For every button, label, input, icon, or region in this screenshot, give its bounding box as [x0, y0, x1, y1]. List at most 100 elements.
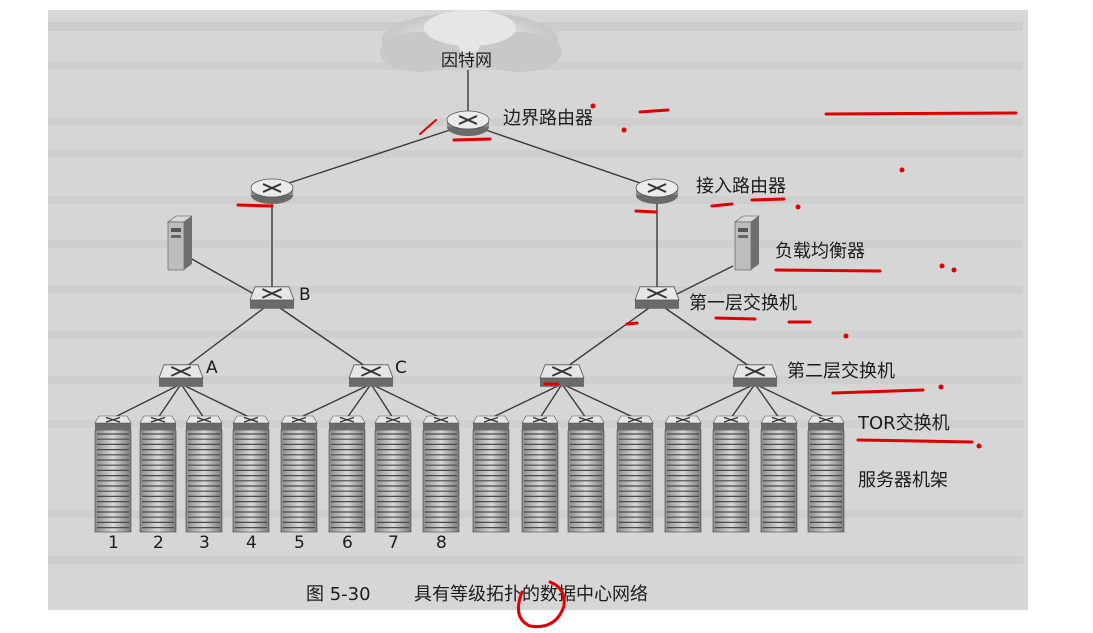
server-rack-4	[232, 415, 270, 533]
tor-switch-16	[807, 415, 845, 430]
tier2-switch-label: 第二层交换机	[787, 361, 895, 382]
switch-b-label: B	[299, 285, 311, 305]
server-rack-2	[139, 415, 177, 533]
switch-a	[158, 364, 204, 387]
red-dots	[590, 103, 982, 449]
server-rack-10	[521, 415, 559, 533]
underline-tier1-1	[714, 316, 757, 321]
underline-access-router-2	[750, 197, 786, 202]
tor-switch-3	[185, 415, 223, 430]
rack-number: 6	[342, 533, 353, 553]
tor-switch-7	[374, 415, 412, 430]
link-tier2-3-rack-13	[682, 383, 756, 419]
underline-right-router	[634, 209, 658, 214]
border-router	[446, 110, 490, 136]
server-rack-9	[472, 415, 510, 533]
network-links	[112, 70, 827, 419]
server-rack-1	[94, 415, 132, 533]
rack-numbers: 1 2 3 4 5 6 7 8	[108, 533, 447, 553]
rack-number: 8	[436, 533, 447, 553]
server-rack-7	[374, 415, 412, 533]
server-rack-label: 服务器机架	[858, 470, 948, 491]
link-lb-left-b	[189, 257, 255, 295]
server-rack-3	[185, 415, 223, 533]
load-balancer-label: 负载均衡器	[775, 241, 865, 262]
link-border-left	[285, 127, 457, 185]
switch-c-label: C	[395, 358, 407, 378]
tor-switch-6	[328, 415, 366, 430]
link-tier2-3-rack-16	[754, 383, 827, 419]
tor-switch-12	[616, 415, 654, 430]
server-rack-8	[422, 415, 460, 533]
circle-topology	[516, 580, 566, 629]
server-rack-11	[567, 415, 605, 533]
link-tier2-3-rack-15	[754, 383, 780, 419]
link-tier2-0-rack-2	[157, 383, 182, 419]
tor-switch-2	[139, 415, 177, 430]
internet-cloud	[380, 10, 562, 72]
tor-switch-10	[521, 415, 559, 430]
switch-a-label: A	[206, 358, 218, 378]
load-balancer-left	[167, 215, 193, 271]
link-tier2-0-rack-3	[180, 383, 205, 419]
rack-number: 1	[108, 533, 119, 553]
tor-switch-4	[232, 415, 270, 430]
link-tier2-3-rack-14	[730, 383, 756, 419]
underline-tier2	[831, 388, 925, 395]
link-tier2-1-rack-8	[370, 383, 442, 419]
rack-number: 3	[199, 533, 210, 553]
rack-number: 4	[246, 533, 257, 553]
rack-number: 7	[388, 533, 399, 553]
server-rack-13	[664, 415, 702, 533]
switch-c	[348, 364, 394, 387]
underline-tier1-icon	[625, 321, 639, 326]
access-router-label: 接入路由器	[696, 176, 786, 197]
red-annotations	[236, 108, 1018, 629]
rack-number: 5	[294, 533, 305, 553]
load-balancers	[167, 215, 760, 271]
border-router-label: 边界路由器	[503, 108, 593, 129]
link-tier2-0-rack-4	[180, 383, 252, 419]
tor-switch-13	[664, 415, 702, 430]
link-tier2-2-rack-10	[539, 383, 563, 419]
underline-access-router-1	[710, 202, 734, 208]
link-tier1-r2	[664, 307, 750, 367]
link-b-a	[186, 307, 265, 367]
underline-border-router	[638, 108, 670, 114]
link-lb-right-tier1	[676, 265, 734, 295]
server-rack-5	[280, 415, 318, 533]
server-rack-15	[760, 415, 798, 533]
tier1-switch-right	[634, 286, 680, 309]
tor-switch-5	[280, 415, 318, 430]
server-rack-12	[616, 415, 654, 533]
link-tier2-1-rack-5	[298, 383, 372, 419]
caption-number: 图 5-30	[306, 584, 371, 605]
link-tier2-2-rack-12	[561, 383, 636, 419]
tor-switch-11	[567, 415, 605, 430]
server-rack-16	[807, 415, 845, 533]
link-b-c	[279, 307, 366, 367]
server-rack-14	[712, 415, 750, 533]
load-balancer-right	[734, 215, 760, 271]
underline-left-router	[236, 203, 274, 208]
tor-switch-14	[712, 415, 750, 430]
link-tier2-1-rack-6	[346, 383, 372, 419]
link-tier2-2-rack-11	[561, 383, 587, 419]
rack-number: 2	[153, 533, 164, 553]
switch-b	[249, 286, 295, 309]
tor-switch-15	[760, 415, 798, 430]
server-rack-6	[328, 415, 366, 533]
tier1-switch-label: 第一层交换机	[689, 293, 797, 314]
tier2-switch-r2	[732, 364, 778, 387]
underline-long	[824, 111, 1018, 116]
tor-switch-8	[422, 415, 460, 430]
tor-switch-label: TOR交换机	[857, 413, 950, 434]
switches	[158, 286, 778, 387]
routers	[250, 110, 679, 204]
tor-switch-9	[472, 415, 510, 430]
tor-switch-1	[94, 415, 132, 430]
link-tier2-0-rack-1	[112, 383, 182, 419]
access-router-right	[635, 178, 679, 204]
caption-title: 具有等级拓扑的数据中心网络	[414, 584, 648, 605]
